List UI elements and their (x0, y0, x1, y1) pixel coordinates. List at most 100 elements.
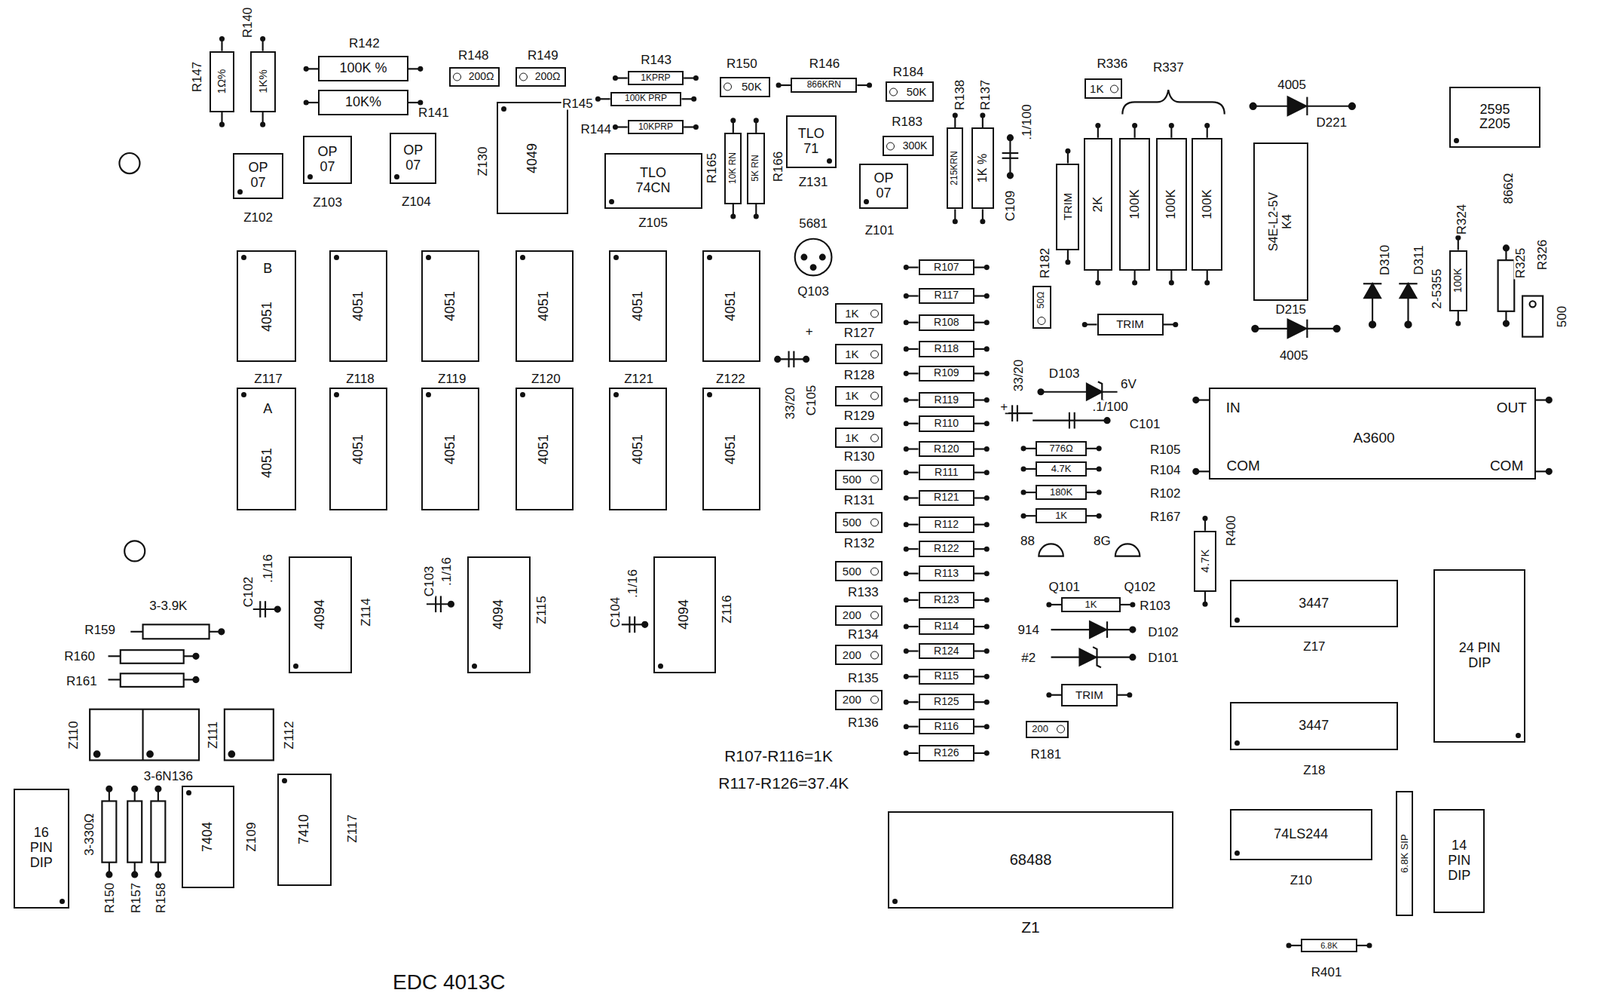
component-body: R107 (918, 259, 975, 276)
solder-pad (1131, 122, 1138, 129)
component-body: S4E-L2-5VK4 (1253, 142, 1309, 301)
diode-bar (1306, 97, 1308, 116)
component-body: 200 (835, 689, 884, 710)
diode-symbol (1400, 283, 1417, 298)
resistor-symbol (127, 800, 142, 862)
text-group: 100K % (339, 61, 387, 77)
component-text: OP 07 (245, 161, 270, 192)
text-group: 1Ω% (215, 69, 229, 95)
solder-pad (1369, 321, 1376, 328)
text-group: 4051 (630, 433, 646, 464)
pin-one-dot (471, 663, 478, 669)
solder-pad (1131, 279, 1138, 285)
pin-one-dot (1234, 740, 1240, 746)
component-body: 200Ω (515, 67, 567, 87)
silkscreen-label: Z105 (637, 216, 669, 230)
component-body: 4051 (702, 250, 761, 363)
component-text: R113 (934, 567, 959, 579)
diode-bar (1306, 319, 1308, 338)
resistor-symbol (120, 673, 184, 687)
silkscreen-label: 3-6N136 (143, 768, 194, 782)
solder-pad (984, 723, 990, 729)
component-text: 5K RN (751, 155, 762, 182)
pin-one-dot (608, 198, 615, 205)
component-body: 4051 (515, 250, 574, 363)
silkscreen-label: D101 (1147, 650, 1180, 664)
component-body: 4051 (515, 387, 574, 510)
silkscreen-label: Z114 (358, 596, 372, 628)
pin-one-dot (333, 391, 340, 398)
component-body: R116 (918, 718, 975, 735)
component-text: TRIM (1116, 318, 1145, 331)
component-body: R121 (918, 489, 975, 507)
component-body: 776Ω (1035, 440, 1087, 456)
silkscreen-label: R105 (1149, 442, 1182, 456)
component-text: R123 (933, 593, 959, 606)
text-group: 1K (1084, 599, 1097, 610)
text-group: 4051 (351, 290, 367, 322)
text-group: 500 (842, 473, 862, 487)
solder-pad (106, 786, 112, 792)
pin-one-dot (1234, 850, 1240, 856)
text-group: R125 (933, 695, 959, 707)
solder-pad (1503, 321, 1509, 327)
component-text: 68488 (1009, 850, 1053, 868)
text-group: 200Ω (468, 70, 495, 83)
capacitor-plate (1016, 404, 1019, 422)
component-text: R120 (933, 443, 959, 455)
text-group: 74LS244 (1273, 826, 1328, 842)
solder-pad (1404, 321, 1411, 328)
adjust-screw (870, 433, 879, 442)
component-text: 1Ω% (215, 69, 229, 95)
solder-pad (903, 521, 909, 527)
solder-pad (1168, 122, 1175, 129)
component-text: 2595 (1480, 102, 1511, 118)
text-group: R110 (934, 417, 959, 429)
component-body: R112 (918, 516, 975, 533)
text-group: 180K (1049, 486, 1073, 498)
silkscreen-label: 3-330Ω (82, 812, 95, 857)
solder-pad (801, 254, 808, 261)
solder-pad (903, 699, 909, 705)
component-body: 4094 (653, 556, 717, 674)
capacitor-lead (777, 357, 807, 360)
component-text: 776Ω (1049, 443, 1073, 454)
pin-one-dot (1234, 617, 1240, 623)
silkscreen-label: 914 (1017, 623, 1041, 637)
text-group: 5K RN (751, 155, 762, 182)
capacitor-plate (1002, 152, 1019, 154)
silkscreen-label: R159 (83, 623, 117, 637)
silkscreen-label: R136 (847, 715, 880, 729)
component-text: 1K (1084, 599, 1097, 610)
silkscreen-label: Z119 (437, 372, 468, 386)
component-body: 4.7K (1193, 530, 1217, 592)
component-body: 100K (1449, 250, 1468, 312)
solder-pad (903, 596, 909, 603)
silkscreen-label: Z118 (345, 372, 376, 386)
component-text: R107 (933, 261, 959, 273)
component-text: 3447 (1298, 596, 1329, 612)
component-body: 6.8K (1300, 938, 1357, 952)
text-group: S4E-L2-5VK4 (1267, 192, 1295, 251)
silkscreen-label: R150 (725, 56, 759, 70)
silkscreen-label: 2-5355 (1430, 268, 1444, 310)
component-text: 50K (906, 85, 927, 99)
solder-pad (984, 749, 990, 756)
solder-pad (1202, 515, 1208, 521)
component-body: 4049 (496, 101, 569, 215)
component-text: 2K (1091, 195, 1106, 212)
silkscreen-label: R149 (526, 48, 560, 62)
silkscreen-label: C101 (1128, 416, 1162, 430)
solder-pad (903, 319, 909, 325)
component-body: 50Ω (1032, 285, 1051, 329)
component-body: 4.7K (1035, 461, 1087, 477)
component-body: A4051 (236, 387, 297, 510)
component-body: 200 (835, 644, 884, 665)
component-text: 1K (844, 347, 859, 361)
silkscreen-label: R182 (1038, 247, 1052, 280)
pin-one-dot (59, 898, 65, 904)
component-body: 6.8K SIP (1395, 790, 1414, 916)
adjust-screw (1037, 316, 1047, 325)
text-group: 500 (842, 516, 862, 530)
component-text: 200 (842, 608, 862, 622)
